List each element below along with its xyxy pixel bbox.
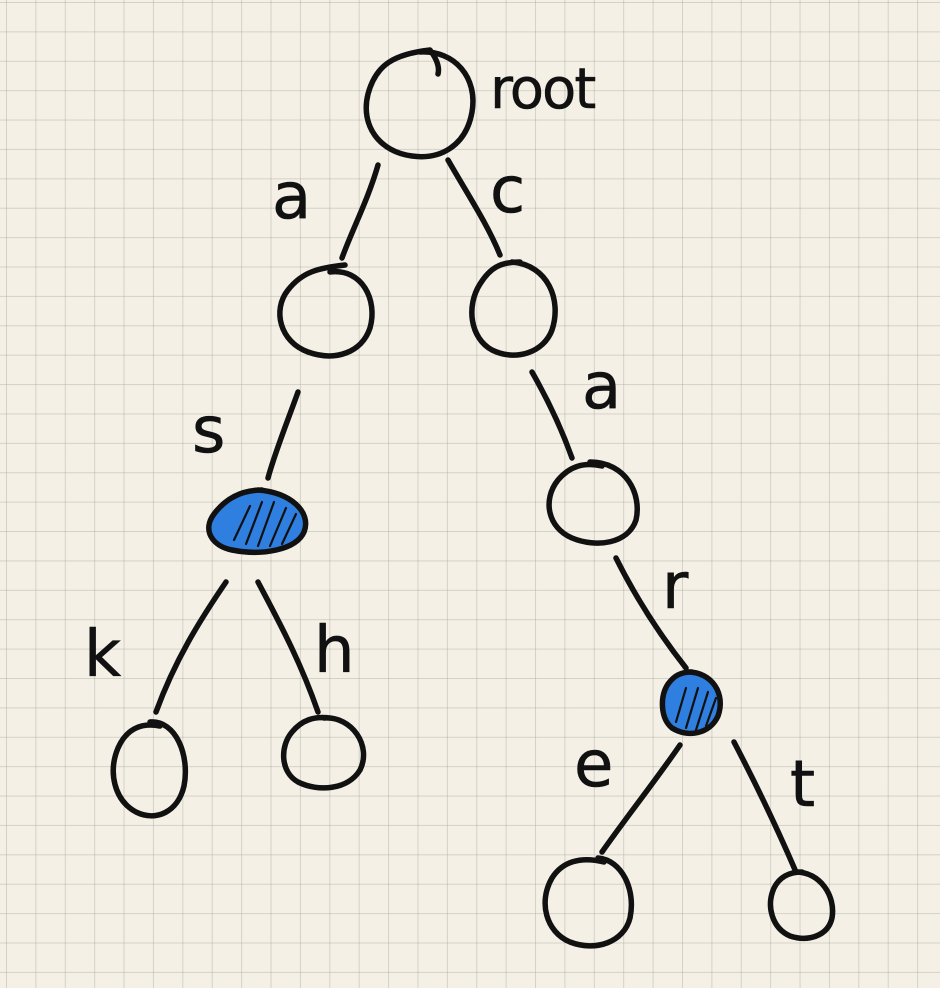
- node-a: [277, 262, 375, 359]
- edge-root-a: [339, 162, 381, 261]
- root-label: root: [490, 57, 595, 122]
- labels: root a c s a k h r e t: [84, 57, 816, 823]
- node-car-terminal: [659, 669, 723, 737]
- node-ca: [546, 459, 640, 546]
- edge-label-s-h: h: [314, 614, 355, 688]
- edge-label-r-e: e: [574, 728, 613, 802]
- edge-label-c-a: a: [582, 350, 621, 424]
- hatch-car: [674, 686, 718, 732]
- node-cart: [767, 869, 836, 941]
- node-ash: [280, 714, 367, 791]
- node-c: [469, 259, 558, 358]
- edge-label-a-s: s: [192, 394, 225, 468]
- edge-label-s-k: k: [84, 618, 121, 692]
- nodes: [110, 47, 836, 949]
- node-as-terminal: [206, 487, 309, 555]
- edge-s-sk: [153, 579, 229, 715]
- edge-ca-car: [613, 555, 689, 671]
- edge-root-c: [445, 157, 503, 258]
- edges: [153, 157, 799, 875]
- edge-c-ca: [529, 369, 575, 461]
- edge-label-a-r: r: [662, 550, 689, 624]
- edge-label-root-c: c: [490, 154, 525, 228]
- edge-label-r-t: t: [790, 748, 815, 822]
- edge-a-s: [265, 389, 301, 481]
- hatch-as: [232, 500, 298, 548]
- node-root: [363, 47, 476, 160]
- node-care: [542, 855, 635, 949]
- edge-car-t: [731, 739, 799, 875]
- edge-label-root-a: a: [272, 160, 311, 234]
- edge-car-e: [599, 742, 683, 855]
- node-ask: [110, 719, 189, 819]
- edge-s-sh: [255, 579, 321, 715]
